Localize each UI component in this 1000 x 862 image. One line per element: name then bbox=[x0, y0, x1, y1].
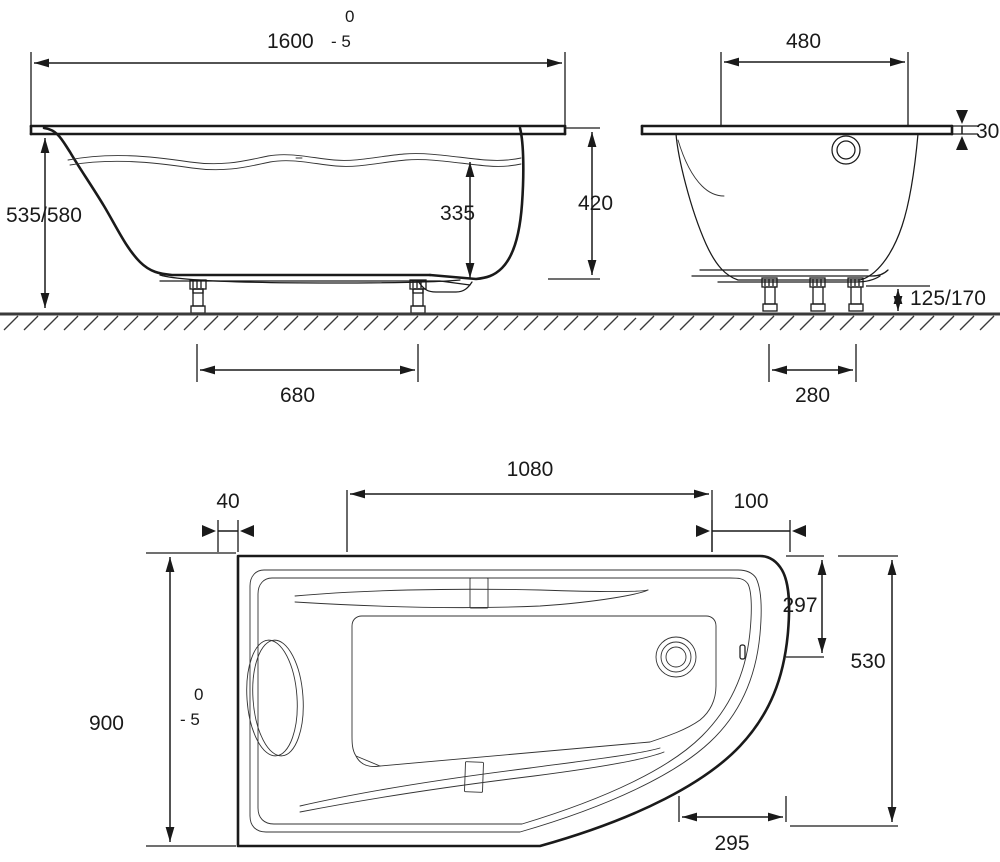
dim-label-335: 335 bbox=[440, 202, 475, 225]
dim-label-295: 295 bbox=[714, 832, 749, 855]
dim-label-1600: 1600 bbox=[267, 30, 314, 53]
dim-label-125-170: 125/170 bbox=[910, 287, 986, 310]
dim-label-100: 100 bbox=[733, 490, 768, 513]
dim-front-rim-height: 535/580 bbox=[6, 138, 82, 308]
front-floor-hatching bbox=[0, 312, 637, 331]
plan-overflow-nub bbox=[739, 644, 746, 660]
dim-plan-offset-left: 40 bbox=[202, 490, 254, 552]
side-tub-rim bbox=[640, 124, 954, 136]
plan-lower-contours bbox=[299, 747, 665, 813]
dim-label-480: 480 bbox=[786, 30, 821, 53]
dim-plan-corner-span: 295 bbox=[678, 796, 787, 855]
dim-plan-drain-offset: 297 bbox=[782, 555, 827, 658]
dim-plan-narrow-width: 530 bbox=[790, 555, 898, 827]
dim-front-body-height: 420 bbox=[548, 127, 613, 280]
dim-label-420: 420 bbox=[578, 192, 613, 215]
dim-label-530: 530 bbox=[850, 650, 885, 673]
dim-label-535-580: 535/580 bbox=[6, 204, 82, 227]
dim-label-30: 30 bbox=[976, 120, 999, 143]
dim-label-1080: 1080 bbox=[507, 458, 554, 481]
front-elevation-view: 535/580 335 420 bbox=[0, 7, 637, 407]
dim-label-900: 900 bbox=[89, 712, 124, 735]
side-leg-left bbox=[761, 277, 778, 312]
dim-front-length bbox=[30, 52, 566, 128]
dim-side-rim-thickness: 30 bbox=[952, 110, 999, 150]
side-elevation-view: 480 bbox=[636, 30, 1000, 407]
dim-plan-offset-right: 100 bbox=[696, 490, 806, 552]
front-leg-right bbox=[409, 279, 427, 314]
front-tub-body bbox=[42, 126, 525, 293]
plan-view: 40 1080 100 bbox=[89, 458, 898, 855]
dim-front-leg-spacing: 680 bbox=[196, 344, 419, 407]
side-leg-right bbox=[847, 277, 864, 312]
dim-label-280: 280 bbox=[795, 384, 830, 407]
plan-grip-tab-top bbox=[469, 577, 489, 609]
front-leg-left bbox=[189, 279, 207, 314]
dim-side-leg-spacing: 280 bbox=[768, 344, 857, 407]
plan-drain-outlet bbox=[655, 636, 697, 678]
dim-side-leg-height: 125/170 bbox=[866, 285, 986, 311]
plan-tub-outline bbox=[236, 554, 791, 848]
front-waterline-contour bbox=[67, 153, 522, 171]
dim-label-297: 297 bbox=[782, 594, 817, 617]
dim-tol-1600-upper: 0 bbox=[345, 7, 354, 26]
side-tub-body bbox=[675, 133, 919, 283]
dim-tol-900-upper: 0 bbox=[194, 685, 203, 704]
plan-basin bbox=[351, 615, 717, 767]
dim-plan-width: 900 0 - 5 bbox=[89, 552, 236, 847]
plan-inner-rim bbox=[249, 569, 762, 833]
dim-label-680: 680 bbox=[280, 384, 315, 407]
dim-side-rim-width: 480 bbox=[720, 30, 909, 126]
dim-front-inner-depth: 335 bbox=[440, 162, 475, 278]
dim-label-40: 40 bbox=[216, 490, 239, 513]
front-tub-rim bbox=[29, 124, 567, 136]
side-floor-hatching bbox=[636, 312, 1000, 331]
plan-upper-contours bbox=[294, 588, 649, 609]
side-drain-outlet bbox=[831, 135, 861, 165]
dim-plan-inner-length: 1080 bbox=[346, 458, 713, 552]
plan-headrest-oval bbox=[246, 639, 304, 757]
dim-tol-900-lower: - 5 bbox=[180, 710, 200, 729]
side-leg-middle bbox=[809, 277, 826, 312]
plan-grip-tab-bottom bbox=[464, 761, 484, 793]
dim-tol-1600-lower: - 5 bbox=[331, 32, 351, 51]
